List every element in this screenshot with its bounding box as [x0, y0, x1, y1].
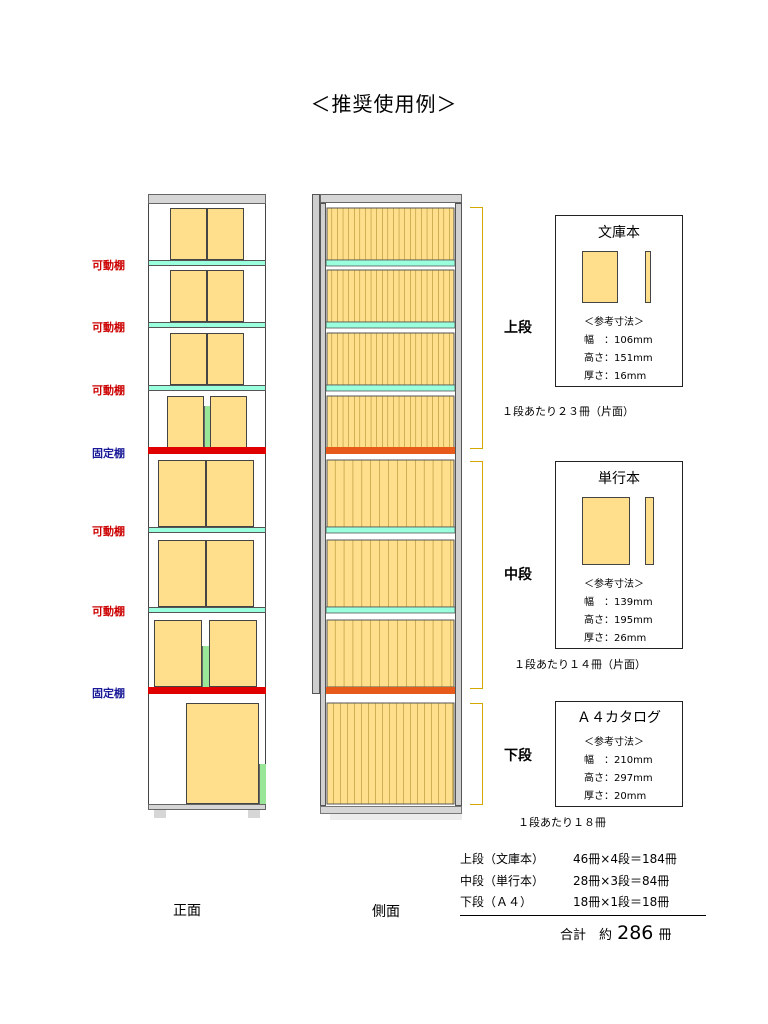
info-width: 幅 ：106mm [584, 335, 653, 346]
info-thickness: 厚さ：26mm [584, 633, 647, 644]
upper-bracket [470, 207, 483, 449]
summary-label: 中段（単行本） [460, 874, 545, 888]
section-label-lower: 下段 [504, 748, 532, 764]
summary-total: 合計 約 286 冊 [560, 922, 671, 944]
movable-shelf [148, 527, 266, 533]
book-icon [582, 497, 630, 565]
info-ref: ＜参考寸法＞ [584, 317, 644, 328]
movable-shelf [148, 607, 266, 613]
book-spacer [204, 406, 211, 448]
view-label-front: 正面 [173, 903, 201, 919]
info-height: 高さ：151mm [584, 353, 653, 364]
side-books [325, 207, 456, 805]
info-box-title: 単行本 [598, 471, 640, 487]
movable-shelf [148, 260, 266, 266]
summary-divider [460, 915, 706, 916]
info-height: 高さ：297mm [584, 773, 653, 784]
book-icon [582, 251, 618, 303]
lower-bracket [470, 703, 483, 805]
info-thickness: 厚さ：20mm [584, 791, 647, 802]
summary-label: 下段（Ａ４） [460, 895, 533, 909]
shelf-label-movable: 可動棚 [92, 259, 125, 272]
info-box-title: 文庫本 [598, 225, 640, 241]
book [206, 460, 254, 527]
book [154, 620, 202, 687]
book [206, 540, 254, 607]
book-spine-icon [645, 251, 651, 303]
section-label-middle: 中段 [504, 567, 532, 583]
book [170, 333, 207, 385]
info-ref: ＜参考寸法＞ [584, 579, 644, 590]
shelf-label-movable: 可動棚 [92, 321, 125, 334]
total-value: 286 [617, 922, 654, 944]
book [209, 620, 257, 687]
book [167, 396, 204, 448]
book [207, 270, 244, 322]
front-view [148, 194, 266, 820]
info-thickness: 厚さ：16mm [584, 371, 647, 382]
info-box-a4: Ａ４カタログ ＜参考寸法＞ 幅 ：210mm 高さ：297mm 厚さ：20mm [555, 701, 683, 807]
book-spacer [202, 646, 210, 687]
total-unit: 冊 [658, 928, 672, 943]
book [158, 540, 206, 607]
movable-shelf [148, 385, 266, 391]
catalog [186, 703, 259, 804]
info-width: 幅 ：210mm [584, 755, 653, 766]
book-spine-icon [645, 497, 654, 565]
page-title: ＜推奨使用例＞ [310, 92, 458, 116]
info-ref: ＜参考寸法＞ [584, 737, 644, 748]
total-label: 合計 約 [560, 928, 613, 943]
book [170, 270, 207, 322]
summary-calc: 28冊×3段＝84冊 [573, 874, 670, 888]
summary-calc: 46冊×4段＝184冊 [573, 852, 677, 866]
shelf-label-movable: 可動棚 [92, 525, 125, 538]
shelf-label-movable: 可動棚 [92, 605, 125, 618]
note-upper: １段あたり２３冊（片面） [502, 405, 634, 418]
book-spacer [259, 764, 266, 804]
info-width: 幅 ：139mm [584, 597, 653, 608]
note-lower: １段あたり１８冊 [518, 816, 606, 829]
fixed-shelf [148, 447, 266, 454]
book [158, 460, 206, 527]
book [170, 208, 207, 260]
side-view [312, 194, 464, 824]
info-box-bunko: 文庫本 ＜参考寸法＞ 幅 ：106mm 高さ：151mm 厚さ：16mm [555, 215, 683, 387]
book [210, 396, 247, 448]
shelf-label-fixed: 固定棚 [92, 687, 125, 700]
section-label-upper: 上段 [504, 320, 532, 336]
shelf-label-movable: 可動棚 [92, 384, 125, 397]
book [207, 333, 244, 385]
info-box-title: Ａ４カタログ [577, 710, 661, 726]
shelf-label-fixed: 固定棚 [92, 447, 125, 460]
fixed-shelf [148, 687, 266, 694]
movable-shelf [148, 322, 266, 328]
view-label-side: 側面 [372, 904, 400, 920]
summary-label: 上段（文庫本） [460, 852, 545, 866]
info-box-tankobon: 単行本 ＜参考寸法＞ 幅 ：139mm 高さ：195mm 厚さ：26mm [555, 461, 683, 649]
note-middle: １段あたり１４冊（片面） [514, 658, 646, 671]
summary-calc: 18冊×1段＝18冊 [573, 895, 670, 909]
middle-bracket [470, 461, 483, 689]
book [207, 208, 244, 260]
info-height: 高さ：195mm [584, 615, 653, 626]
